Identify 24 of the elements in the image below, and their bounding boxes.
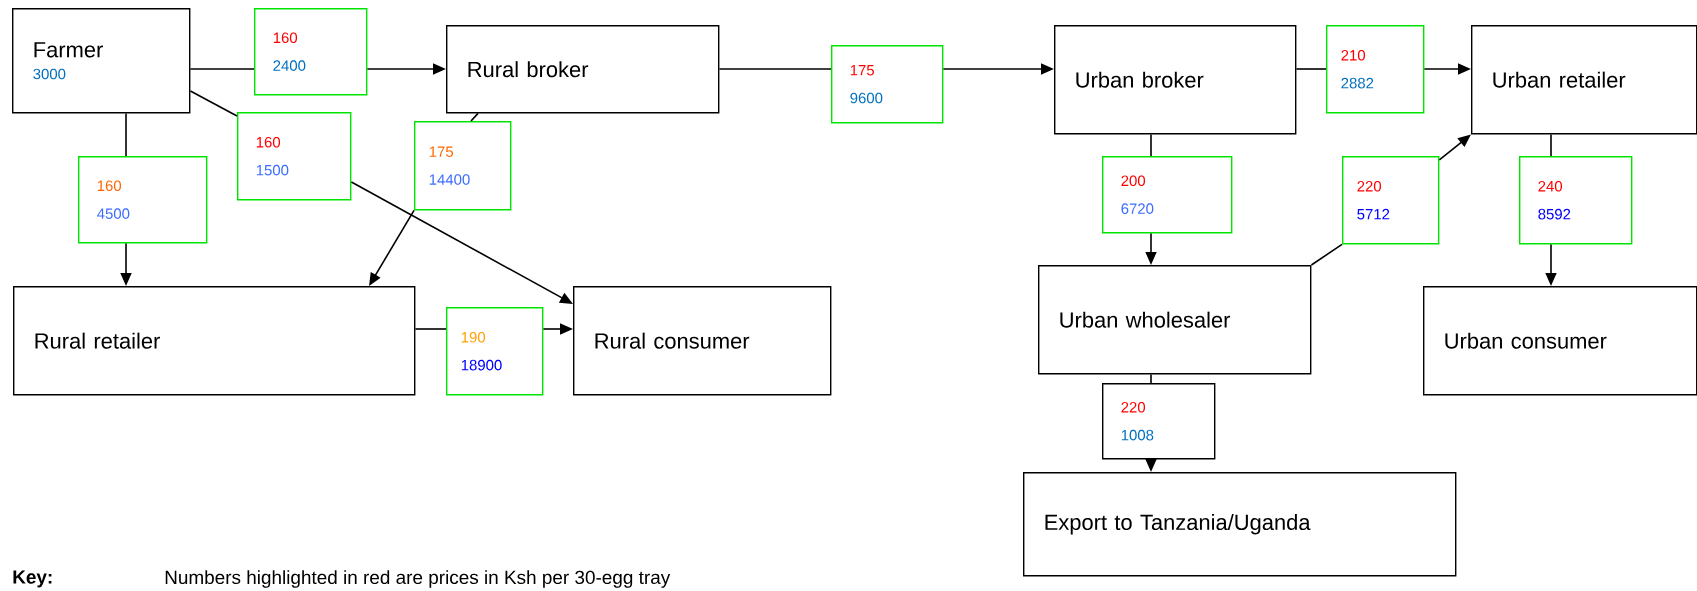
price-box: 200 6720 [1102, 156, 1233, 234]
price-box: 240 8592 [1519, 156, 1633, 245]
key-heading: Key: [13, 570, 52, 588]
stage-box: Urban retailer [1471, 25, 1697, 135]
price-box: 160 1500 [237, 112, 352, 201]
key-note: Numbers highlighted in red are prices in Ksh per 30-egg tray [165, 570, 671, 588]
price-box: 220 5712 [1342, 156, 1440, 245]
stage-box: Rural consumer [573, 286, 832, 396]
price-box: 160 2400 [254, 8, 368, 96]
arrow [1438, 134, 1471, 161]
stage-box: Farmer 3000 [12, 8, 191, 114]
stage-box: Export to Tanzania/Uganda [1023, 472, 1457, 577]
arrow [369, 209, 415, 286]
price-box: 175 14400 [414, 121, 512, 211]
price-box: 190 18900 [446, 307, 544, 396]
stage-box: Urban wholesaler [1038, 265, 1312, 375]
stage-box: Rural broker [446, 25, 720, 114]
price-box: 175 9600 [831, 45, 944, 124]
price-box: 160 4500 [78, 156, 208, 244]
price-box: 220 1008 [1102, 383, 1216, 460]
stage-box: Urban broker [1054, 25, 1297, 135]
price-box: 210 2882 [1326, 25, 1425, 114]
stage-box: Urban consumer [1423, 286, 1697, 396]
stage-box: Rural retailer [13, 286, 416, 396]
